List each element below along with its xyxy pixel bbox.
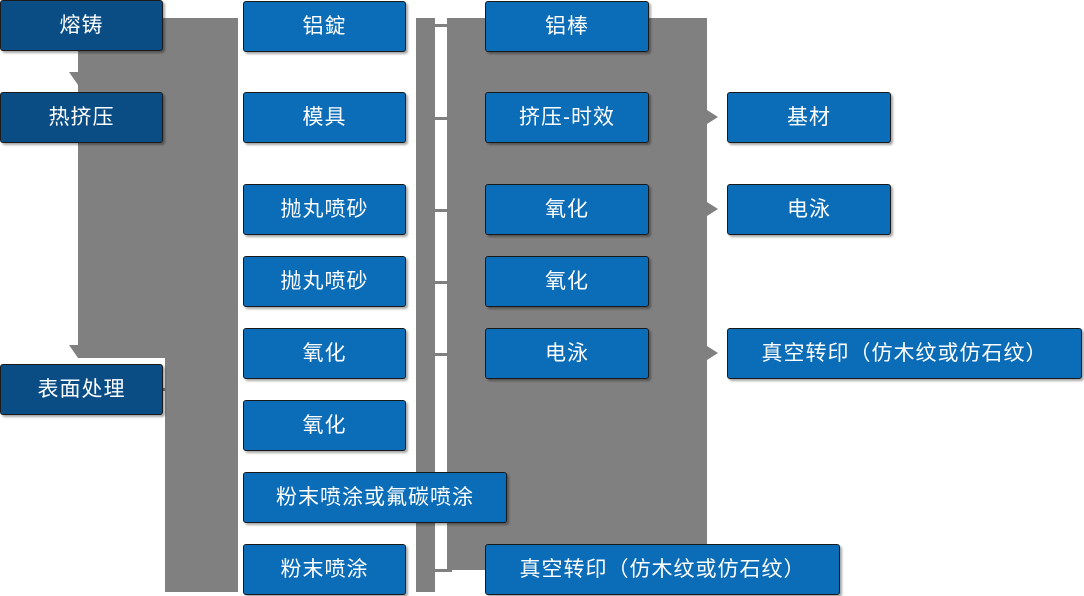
- process-label: 挤压-时效: [519, 105, 615, 129]
- material-label: 抛丸喷砂: [280, 197, 369, 221]
- stage-label: 熔铸: [59, 13, 104, 37]
- process-label: 电泳: [545, 341, 589, 365]
- process-label: 氧化: [545, 269, 589, 293]
- connector-arrow-material-3: [225, 184, 238, 202]
- connector-tick-6: [430, 569, 452, 572]
- connector-tick-5: [430, 353, 452, 356]
- connector-surface-treatment-stub: [163, 388, 177, 391]
- material-label: 氧化: [302, 341, 347, 365]
- material-label: 抛丸喷砂: [280, 269, 369, 293]
- process-label: 真空转印（仿木纹或仿石纹）: [519, 557, 806, 581]
- connector-stage-trunk: [78, 18, 165, 358]
- connector-middle-rail: [416, 18, 435, 592]
- process-label: 氧化: [545, 197, 589, 221]
- connector-arrow-down-hot-extrusion: [69, 72, 87, 85]
- material-box-shot-blasting-1[interactable]: 抛丸喷砂: [243, 184, 406, 235]
- material-box-powder-or-fluorocarbon-coating[interactable]: 粉末喷涂或氟碳喷涂: [243, 472, 507, 523]
- process-label: 铝棒: [545, 14, 589, 38]
- process-box-vacuum-transfer-printing[interactable]: 真空转印（仿木纹或仿石纹）: [485, 544, 840, 595]
- material-label: 粉末喷涂或氟碳喷涂: [276, 485, 474, 509]
- stage-box-hot-extrusion[interactable]: 热挤压: [0, 92, 163, 143]
- material-box-oxidation-2[interactable]: 氧化: [243, 400, 406, 451]
- material-label: 模具: [302, 105, 347, 129]
- process-box-extrusion-aging[interactable]: 挤压-时效: [485, 92, 649, 143]
- connector-arrow-material-7: [225, 472, 238, 490]
- output-box-electrophoresis[interactable]: 电泳: [727, 184, 891, 235]
- stage-box-surface-treatment[interactable]: 表面处理: [0, 364, 163, 415]
- output-label: 电泳: [787, 197, 831, 221]
- connector-tick-2: [430, 117, 452, 120]
- connector-arrow-down-surface-treatment: [69, 345, 87, 358]
- output-label: 真空转印（仿木纹或仿石纹）: [761, 341, 1048, 365]
- process-box-aluminum-bar[interactable]: 铝棒: [485, 1, 649, 52]
- stage-label: 热挤压: [48, 105, 115, 129]
- connector-arrow-material-6: [225, 400, 238, 418]
- material-box-powder-coating[interactable]: 粉末喷涂: [243, 544, 406, 595]
- connector-arrow-material-5: [225, 328, 238, 346]
- connector-tick-4: [430, 281, 452, 284]
- connector-arrow-output-substrate: [707, 110, 718, 124]
- stage-label: 表面处理: [37, 377, 126, 401]
- material-label: 氧化: [302, 413, 347, 437]
- stage-box-melting-casting[interactable]: 熔铸: [0, 0, 163, 51]
- material-box-shot-blasting-2[interactable]: 抛丸喷砂: [243, 256, 406, 307]
- output-box-vacuum-transfer-printing[interactable]: 真空转印（仿木纹或仿石纹）: [727, 328, 1082, 379]
- output-label: 基材: [787, 105, 831, 129]
- process-box-oxidation-2[interactable]: 氧化: [485, 256, 649, 307]
- connector-arrow-material-2: [225, 100, 238, 118]
- material-box-aluminum-ingot[interactable]: 铝錠: [243, 1, 406, 52]
- connector-arrow-output-transfer: [707, 346, 718, 360]
- material-label: 粉末喷涂: [280, 557, 369, 581]
- process-box-electrophoresis[interactable]: 电泳: [485, 328, 649, 379]
- connector-tick-1: [430, 24, 452, 27]
- material-box-mold[interactable]: 模具: [243, 92, 406, 143]
- connector-tick-3: [430, 209, 452, 212]
- process-box-oxidation-1[interactable]: 氧化: [485, 184, 649, 235]
- output-box-substrate[interactable]: 基材: [727, 92, 891, 143]
- connector-arrow-material-8: [225, 560, 238, 578]
- connector-arrow-material-1: [225, 18, 238, 36]
- material-label: 铝錠: [302, 14, 347, 38]
- connector-arrow-output-electrophoresis: [707, 202, 718, 216]
- connector-arrow-material-4: [225, 256, 238, 274]
- material-box-oxidation-1[interactable]: 氧化: [243, 328, 406, 379]
